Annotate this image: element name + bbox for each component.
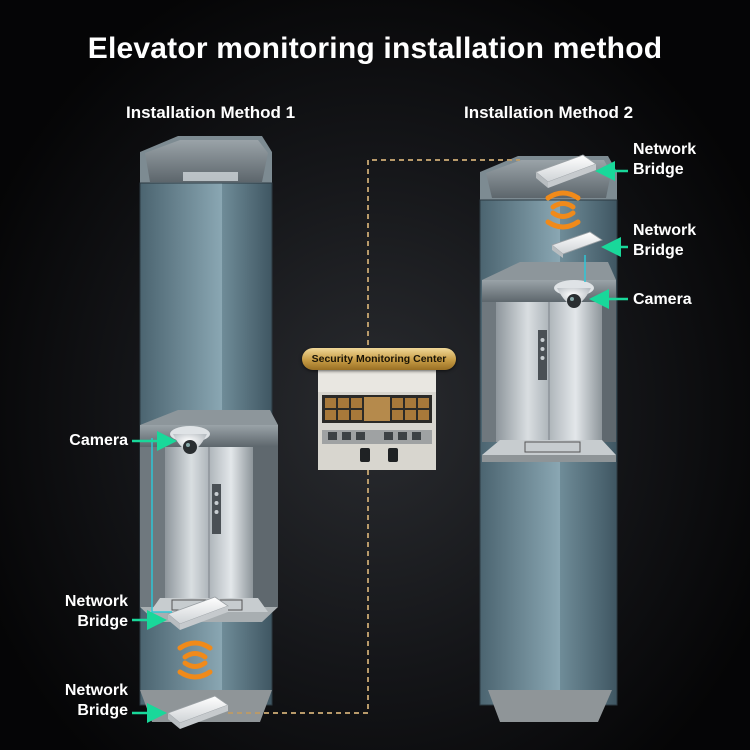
method-2-label: Installation Method 2: [464, 103, 634, 122]
callout-text: Bridge: [77, 613, 128, 630]
callout-arrows: [132, 161, 628, 723]
shaft-method-1: [139, 136, 278, 722]
network-bridge-method-1-pit: [167, 695, 229, 729]
callout-camera-method-1: Camera: [44, 431, 128, 451]
callout-bridge-car-method-2: Network Bridge: [633, 221, 696, 261]
shaft-method-2: [479, 156, 618, 722]
camera-method-2: [554, 280, 594, 308]
page-title: Elevator monitoring installation method: [87, 32, 663, 65]
network-cable: [225, 159, 520, 714]
callout-text: Bridge: [77, 702, 128, 719]
callout-text: Network: [64, 682, 128, 699]
callout-text: Network: [633, 141, 697, 158]
callout-bridge-top-method-2: Network Bridge: [633, 140, 696, 180]
network-bridge-method-1-car: [167, 596, 229, 630]
callout-text: Bridge: [633, 161, 684, 178]
camera-method-1: [170, 426, 210, 454]
callout-text: Bridge: [633, 242, 684, 259]
elevator-car-method-2: [482, 262, 616, 462]
wifi-signal-icon: [545, 190, 581, 230]
method-1-label: Installation Method 1: [126, 103, 296, 122]
callout-camera-method-2: Camera: [633, 290, 692, 310]
security-center-label: Security Monitoring Center: [302, 348, 456, 370]
callout-bridge-car-method-1: Network Bridge: [40, 592, 128, 632]
callout-text: Camera: [69, 432, 128, 449]
callout-text: Network: [633, 222, 697, 239]
security-monitoring-center-image: [318, 370, 436, 470]
wifi-signal-icon: [177, 640, 213, 680]
callout-text: Camera: [633, 291, 692, 308]
callout-bridge-pit-method-1: Network Bridge: [40, 681, 128, 721]
callout-text: Network: [64, 593, 128, 610]
